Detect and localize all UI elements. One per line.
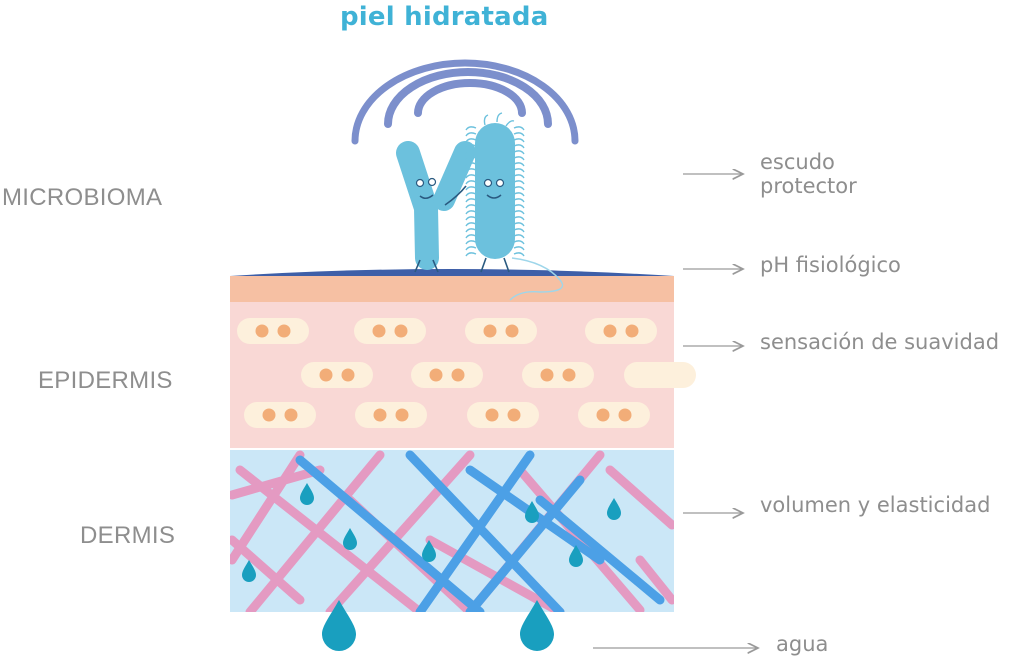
- bacterium-y-eye: [415, 178, 425, 188]
- water-drop-large: [520, 600, 554, 651]
- epidermis-cell: [237, 318, 309, 344]
- annotation-volumen: volumen y elasticidad: [760, 493, 991, 517]
- cell-nucleus: [483, 324, 497, 338]
- collagen-fiber-pink: [605, 465, 674, 530]
- signal-arc-outer: [351, 59, 579, 145]
- bacterium-y-eye: [427, 177, 437, 187]
- collagen-fiber-pink: [425, 535, 565, 612]
- epidermis-cell: [578, 402, 650, 428]
- dermis-layer: [230, 450, 674, 612]
- cell-nucleus: [284, 408, 298, 422]
- water-drop-small: [300, 483, 314, 505]
- cell-nucleus: [603, 324, 617, 338]
- bacterium-rod-eye: [483, 178, 493, 188]
- diagram-title: piel hidratada: [340, 2, 549, 32]
- collagen-fiber-pink: [465, 450, 605, 612]
- cell-nucleus: [319, 368, 333, 382]
- collagen-fiber-blue: [465, 465, 605, 565]
- cell-nucleus: [625, 324, 639, 338]
- collagen-fiber-pink: [230, 450, 305, 565]
- bacterium-tail: [509, 257, 564, 301]
- annotation-escudo-protector: escudo protector: [760, 150, 857, 198]
- collagen-fiber-pink: [635, 555, 674, 605]
- epidermis-cell: [355, 402, 427, 428]
- cell-nucleus: [562, 368, 576, 382]
- water-drop-small: [525, 501, 539, 523]
- collagen-fiber-pink: [230, 465, 325, 500]
- bacterium-rod: [465, 112, 564, 301]
- annotation-escudo-line2: protector: [760, 174, 857, 198]
- collagen-fiber-pink: [345, 495, 475, 612]
- dermis-water-drops: [242, 483, 621, 582]
- collagen-fibers: [230, 450, 674, 612]
- collagen-fiber-blue: [295, 455, 485, 612]
- annotation-agua: agua: [776, 632, 829, 656]
- cell-nucleus: [262, 408, 276, 422]
- collagen-fiber-blue: [415, 450, 535, 612]
- water-drop-small: [607, 498, 621, 520]
- epidermis-cell: [624, 362, 696, 388]
- annotation-ph: pH fisiológico: [760, 253, 901, 277]
- epidermis-layer: [230, 302, 674, 448]
- bacterium-y: [396, 141, 476, 273]
- epidermis-top-band: [230, 276, 674, 302]
- cell-nucleus: [596, 408, 610, 422]
- cell-nucleus: [485, 408, 499, 422]
- label-epidermis: EPIDERMIS: [38, 367, 173, 394]
- epidermis-cell: [301, 362, 373, 388]
- bacterium-rod-smile: [486, 194, 502, 199]
- cell-nucleus: [277, 324, 291, 338]
- annotation-escudo-line1: escudo: [760, 150, 835, 174]
- cell-nucleus: [255, 324, 269, 338]
- collagen-fiber-blue: [405, 450, 565, 612]
- annotation-arrows: [593, 174, 758, 648]
- annotation-suavidad: sensación de suavidad: [760, 330, 1000, 354]
- cell-nucleus: [395, 408, 409, 422]
- collagen-fiber-blue: [535, 495, 665, 605]
- collagen-fiber-pink: [230, 535, 305, 605]
- label-dermis: DERMIS: [80, 522, 176, 549]
- collagen-fiber-pink: [235, 465, 425, 612]
- water-drop-small: [242, 560, 256, 582]
- signal-arcs: [351, 59, 579, 145]
- cell-nucleus: [429, 368, 443, 382]
- epidermis-cell: [354, 318, 426, 344]
- cell-nucleus: [507, 408, 521, 422]
- epidermis-cell: [522, 362, 594, 388]
- cell-nucleus: [373, 408, 387, 422]
- epidermis-cell: [244, 402, 316, 428]
- epidermis-cell: [585, 318, 657, 344]
- collagen-fiber-pink: [515, 465, 645, 612]
- water-drop-large: [322, 600, 356, 651]
- collagen-fiber-pink: [325, 450, 475, 612]
- cell-nucleus: [372, 324, 386, 338]
- collagen-fiber-pink: [245, 450, 385, 612]
- epidermis-cells: [237, 318, 696, 428]
- water-drop-small: [343, 528, 357, 550]
- cell-nucleus: [394, 324, 408, 338]
- label-microbioma: MICROBIOMA: [2, 184, 163, 211]
- cell-nucleus: [505, 324, 519, 338]
- signal-arc-middle: [384, 68, 552, 128]
- bacterium-y-smile: [419, 194, 434, 199]
- collagen-fiber-blue: [465, 475, 585, 612]
- water-drop-small: [569, 545, 583, 567]
- cell-nucleus: [341, 368, 355, 382]
- cell-nucleus: [618, 408, 632, 422]
- epidermis-cell: [467, 402, 539, 428]
- epidermis-cell: [465, 318, 537, 344]
- signal-arc-inner: [414, 79, 526, 117]
- cell-nucleus: [451, 368, 465, 382]
- ph-film: [230, 269, 674, 276]
- water-drop-small: [422, 540, 436, 562]
- epidermis-cell: [411, 362, 483, 388]
- cell-nucleus: [540, 368, 554, 382]
- bacterium-rod-eye: [495, 178, 505, 188]
